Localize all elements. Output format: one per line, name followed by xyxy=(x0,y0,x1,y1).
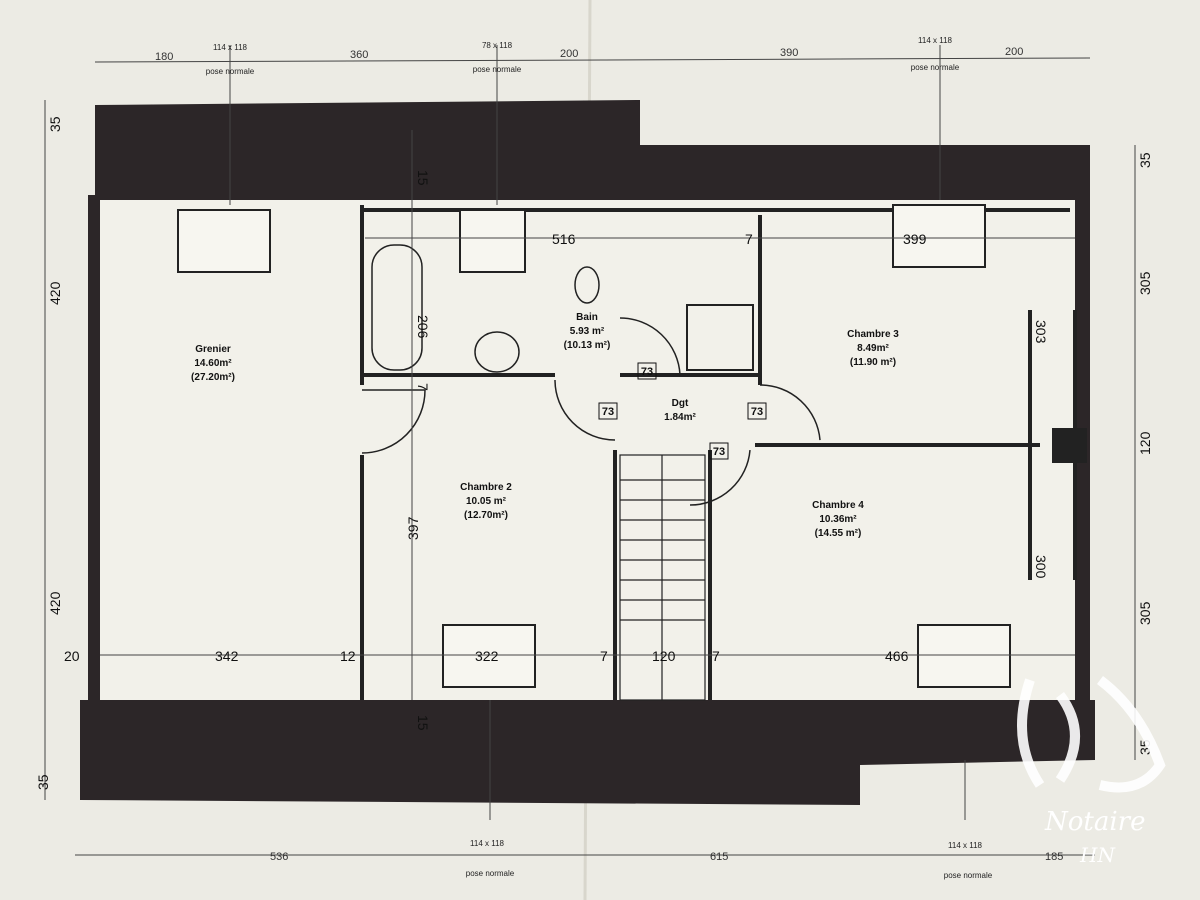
dim-ch3-width: 399 xyxy=(903,231,927,247)
dim-gap: 7 xyxy=(745,231,753,247)
svg-text:Bain: Bain xyxy=(576,312,598,323)
window-size-label: 114 x 118 xyxy=(213,43,248,52)
svg-text:Grenier: Grenier xyxy=(195,344,231,355)
floor-area xyxy=(100,200,1075,700)
dim-left-3: 420 xyxy=(47,591,63,615)
svg-text:(12.70m²): (12.70m²) xyxy=(464,510,508,521)
pose-label: pose normale xyxy=(944,871,993,880)
window-size-label: 114 x 118 xyxy=(470,839,505,848)
room-chambre-4: Chambre 4 10.36m² (14.55 m²) xyxy=(812,500,864,539)
dim-wall: 15 xyxy=(415,715,431,731)
pose-label: pose normale xyxy=(473,65,522,74)
staircase xyxy=(619,454,706,701)
dim-right-2: 305 xyxy=(1137,271,1153,295)
svg-text:(14.55 m²): (14.55 m²) xyxy=(815,528,862,539)
dim-row: 322 xyxy=(475,648,499,664)
dim-left-1: 35 xyxy=(47,116,63,132)
svg-text:Chambre 3: Chambre 3 xyxy=(847,329,899,340)
window-size-label: 114 x 118 xyxy=(918,36,953,45)
svg-text:14.60m²: 14.60m² xyxy=(194,358,232,369)
room-bain: Bain 5.93 m² (10.13 m²) xyxy=(564,312,611,351)
pose-label: pose normale xyxy=(466,869,515,878)
dim-top-5: 200 xyxy=(1005,46,1023,58)
dim-bottom-3: 185 xyxy=(1045,851,1063,863)
svg-text:(10.13 m²): (10.13 m²) xyxy=(564,340,611,351)
interior-walls xyxy=(360,205,1077,700)
dim-row: 20 xyxy=(64,648,80,664)
svg-text:(11.90 m²): (11.90 m²) xyxy=(850,357,896,368)
svg-text:Dgt: Dgt xyxy=(672,398,689,409)
dim-row: 12 xyxy=(340,648,356,664)
dim-ch4-side: 300 xyxy=(1033,555,1049,579)
bathtub-icon xyxy=(371,244,423,371)
dim-bain-width: 516 xyxy=(552,231,576,247)
wall-left xyxy=(88,195,100,700)
dim-bain-depth: 206 xyxy=(415,315,431,339)
svg-text:1.84m²: 1.84m² xyxy=(664,412,696,423)
dim-top-3: 200 xyxy=(560,48,578,60)
svg-text:Chambre 2: Chambre 2 xyxy=(460,482,512,493)
door-tag: 73 xyxy=(713,446,725,458)
chimney-icon xyxy=(1052,428,1087,463)
roof-band-bottom xyxy=(80,700,1095,805)
dim-top-4: 390 xyxy=(780,47,798,59)
dim-row: 120 xyxy=(652,648,676,664)
room-degagement: Dgt 1.84m² xyxy=(664,398,696,423)
dim-left-2: 420 xyxy=(47,281,63,305)
door-tag: 73 xyxy=(751,406,763,418)
toilet-icon xyxy=(574,266,600,304)
dim-bottom-1: 536 xyxy=(270,851,288,863)
dim-row: 7 xyxy=(600,648,608,664)
dim-row: 342 xyxy=(215,648,239,664)
dim-wall: 15 xyxy=(415,170,431,186)
dim-row: 7 xyxy=(712,648,720,664)
dim-wall: 7 xyxy=(415,383,431,391)
roof-band-top xyxy=(95,100,1090,200)
svg-text:8.49m²: 8.49m² xyxy=(857,343,889,354)
room-chambre-2: Chambre 2 10.05 m² (12.70m²) xyxy=(460,482,512,521)
dim-right-1: 35 xyxy=(1137,152,1153,168)
notaire-watermark-logo: Notaire HN xyxy=(1017,676,1166,867)
room-chambre-3: Chambre 3 8.49m² (11.90 m²) xyxy=(847,329,899,368)
dim-ch3-side: 303 xyxy=(1033,320,1049,344)
room-grenier: Grenier 14.60m² (27.20m²) xyxy=(191,344,235,383)
window-size-label: 78 x 118 xyxy=(482,41,513,50)
watermark-text: HN xyxy=(1079,843,1116,867)
dim-row: 466 xyxy=(885,648,909,664)
shower-icon xyxy=(686,304,754,371)
dim-bottom-2: 615 xyxy=(710,851,728,863)
window-size-label: 114 x 118 xyxy=(948,841,983,850)
dim-top-1: 180 xyxy=(155,51,173,63)
svg-text:10.05 m²: 10.05 m² xyxy=(466,496,507,507)
door-tag: 73 xyxy=(641,366,653,378)
svg-text:10.36m²: 10.36m² xyxy=(819,514,857,525)
roof-windows xyxy=(177,204,1011,688)
dim-right-3: 120 xyxy=(1137,431,1153,455)
door-tag: 73 xyxy=(602,406,614,418)
pose-label: pose normale xyxy=(206,67,255,76)
dim-left-4: 35 xyxy=(35,774,51,790)
sink-icon xyxy=(474,331,520,373)
door-tags xyxy=(598,362,767,460)
door-swings xyxy=(361,317,821,506)
svg-text:5.93 m²: 5.93 m² xyxy=(570,326,605,337)
svg-text:(27.20m²): (27.20m²) xyxy=(191,372,235,383)
dimension-lines xyxy=(44,45,1136,856)
dim-ch2-depth: 397 xyxy=(405,516,421,540)
dim-top-2: 360 xyxy=(350,49,368,61)
pose-label: pose normale xyxy=(911,63,960,72)
dim-right-4: 305 xyxy=(1137,601,1153,625)
watermark-text: Notaire xyxy=(1044,807,1145,837)
svg-text:Chambre 4: Chambre 4 xyxy=(812,500,864,511)
